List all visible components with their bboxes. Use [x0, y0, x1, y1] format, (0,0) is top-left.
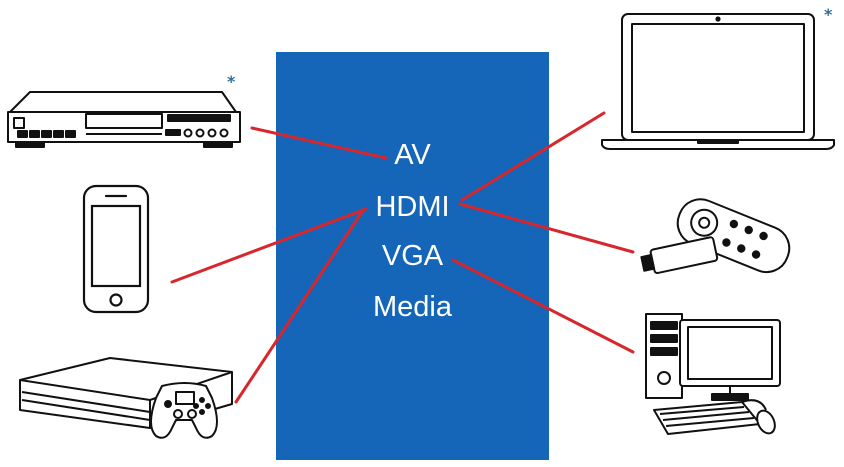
connector-console-hdmi: [234, 210, 364, 404]
connector-pc-vga: [451, 258, 635, 354]
asterisk-marker-laptop: *: [824, 5, 833, 24]
connector-stick-hdmi: [458, 202, 635, 254]
dvd-player-icon: [7, 91, 241, 148]
connector-dvd-av: [250, 126, 388, 160]
input-panel-labels: AV HDMI VGA Media: [276, 52, 549, 460]
smartphone-icon: [82, 184, 150, 314]
laptop-icon: [601, 13, 835, 150]
connector-laptop-hdmi: [460, 111, 606, 202]
streaming-stick-icon: [640, 198, 791, 275]
asterisk-marker-dvd: *: [227, 72, 236, 91]
port-label-media: Media: [373, 291, 452, 323]
port-label-vga: VGA: [381, 240, 444, 272]
connector-phone-hdmi: [170, 207, 368, 284]
game-console-icon: [19, 357, 233, 439]
desktop-computer-icon: [645, 313, 781, 435]
port-label-av: AV: [394, 139, 431, 171]
port-label-hdmi: HDMI: [375, 191, 450, 223]
input-panel: [276, 52, 549, 460]
